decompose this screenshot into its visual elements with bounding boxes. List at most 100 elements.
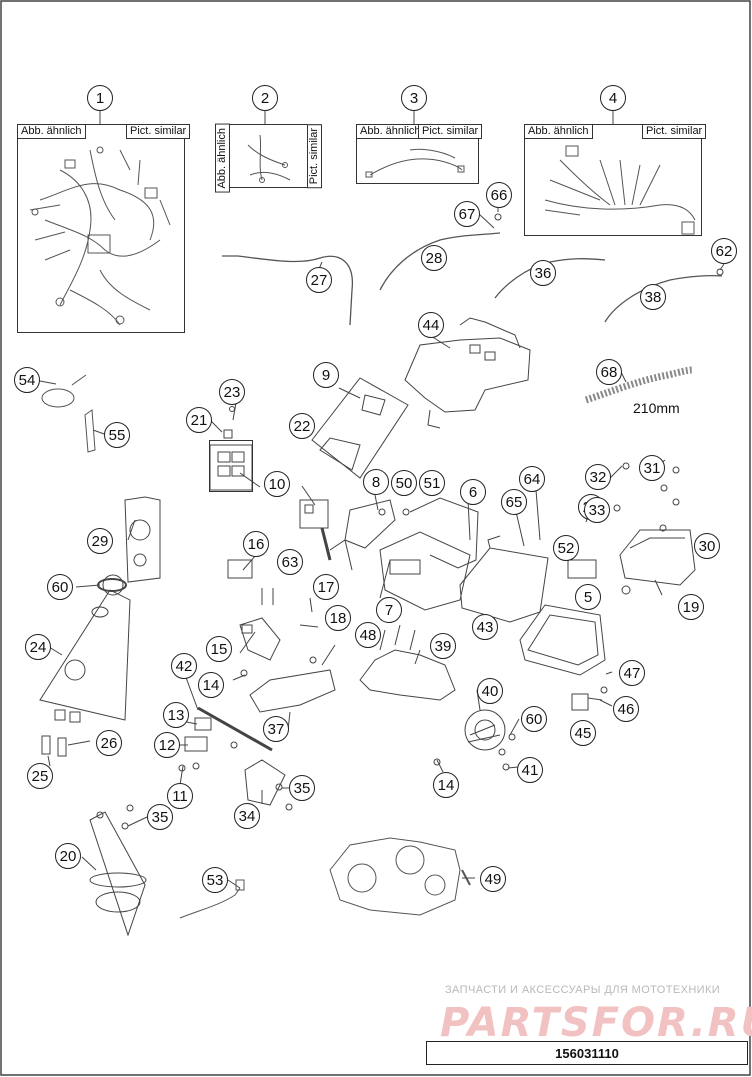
caption-de-3: Abb. ähnlich	[356, 124, 425, 139]
module-34	[244, 759, 286, 806]
callout-14a: 14	[198, 672, 224, 698]
caption-de-4: Abb. ähnlich	[524, 124, 593, 139]
cables	[222, 232, 723, 404]
callout-47: 47	[619, 660, 645, 686]
callout-23: 23	[219, 379, 245, 405]
callout-40: 40	[477, 678, 503, 704]
callout-27: 27	[306, 267, 332, 293]
callout-35a: 35	[289, 775, 315, 801]
callout-51: 51	[419, 470, 445, 496]
callout-46: 46	[613, 696, 639, 722]
callout-37: 37	[263, 716, 289, 742]
control-unit-30	[619, 524, 696, 595]
callout-64: 64	[519, 466, 545, 492]
callout-13: 13	[163, 702, 189, 728]
callout-36: 36	[530, 260, 556, 286]
watermark-text: ЗАПЧАСТИ И АКСЕССУАРЫ ДЛЯ МОТОТЕХНИКИ	[445, 984, 721, 996]
callout-33: 33	[584, 497, 610, 523]
callout-31: 31	[639, 455, 665, 481]
callout-21a: 21	[186, 407, 212, 433]
caption-en-2: Pict. similar	[307, 124, 322, 189]
caption-de-1: Abb. ähnlich	[17, 124, 86, 139]
connectors	[184, 527, 332, 752]
callout-2: 2	[252, 85, 278, 111]
cover-9-22	[311, 377, 409, 479]
callout-65: 65	[501, 489, 527, 515]
callout-30: 30	[694, 533, 720, 559]
pins-25	[41, 735, 67, 757]
callout-43: 43	[472, 614, 498, 640]
callout-22: 22	[289, 413, 315, 439]
callout-1: 1	[87, 85, 113, 111]
callout-41: 41	[517, 757, 543, 783]
ignition-29	[124, 496, 161, 583]
callout-38: 38	[640, 284, 666, 310]
small-parts	[567, 559, 608, 711]
callout-11: 11	[167, 783, 193, 809]
box-part-2	[215, 124, 321, 188]
callout-35b: 35	[147, 804, 173, 830]
callout-18: 18	[325, 605, 351, 631]
callout-17: 17	[313, 574, 339, 600]
callout-29: 29	[87, 528, 113, 554]
wire-harness-2	[247, 134, 291, 183]
callout-6: 6	[460, 479, 486, 505]
callout-7: 7	[376, 597, 402, 623]
battery-43	[459, 535, 549, 623]
callout-49: 49	[480, 866, 506, 892]
callout-66: 66	[486, 182, 512, 208]
callout-4: 4	[600, 85, 626, 111]
callout-45: 45	[570, 720, 596, 746]
bracket-37-15	[239, 617, 336, 713]
callout-10: 10	[264, 471, 290, 497]
box-part-23	[209, 440, 253, 492]
length-note: 210mm	[633, 400, 680, 416]
callout-25: 25	[27, 763, 53, 789]
callout-60b: 60	[521, 706, 547, 732]
callout-63: 63	[277, 549, 303, 575]
callout-67: 67	[454, 201, 480, 227]
callout-26: 26	[96, 730, 122, 756]
callout-8: 8	[363, 469, 389, 495]
ties-54-55	[41, 374, 96, 453]
callout-60a: 60	[47, 574, 73, 600]
callout-32: 32	[585, 464, 611, 490]
watermark-logo: PARTSFOR.RU	[440, 1000, 752, 1046]
mount-39	[359, 624, 456, 701]
wire-harness-4	[544, 145, 696, 235]
callout-14b: 14	[433, 772, 459, 798]
callout-5: 5	[575, 584, 601, 610]
callout-24: 24	[25, 634, 51, 660]
callout-20: 20	[55, 843, 81, 869]
caption-en-1: Pict. similar	[126, 124, 191, 139]
callout-19: 19	[678, 594, 704, 620]
rod-42	[197, 706, 273, 752]
callout-42: 42	[171, 653, 197, 679]
callout-28: 28	[421, 245, 447, 271]
callout-15: 15	[206, 636, 232, 662]
box-part-4	[524, 124, 702, 236]
callout-50: 50	[391, 470, 417, 496]
callout-62: 62	[711, 238, 737, 264]
callout-48: 48	[355, 622, 381, 648]
caption-en-3: Pict. similar	[418, 124, 483, 139]
ecu-and-box	[379, 497, 479, 611]
box-part-1	[17, 124, 185, 333]
wire-harness-3	[365, 148, 465, 178]
tray-5	[519, 604, 606, 676]
callout-52: 52	[553, 535, 579, 561]
bracket-44	[404, 317, 531, 429]
wire-harness-main	[29, 146, 171, 326]
callout-12: 12	[154, 732, 180, 758]
throttle-body-49	[329, 837, 471, 916]
callout-3: 3	[401, 85, 427, 111]
fasteners	[96, 213, 724, 830]
callout-16: 16	[243, 531, 269, 557]
bracket-8	[329, 499, 396, 571]
sensor-53	[179, 879, 245, 919]
ring-60	[97, 578, 127, 592]
callout-55: 55	[104, 422, 130, 448]
callout-34: 34	[234, 803, 260, 829]
